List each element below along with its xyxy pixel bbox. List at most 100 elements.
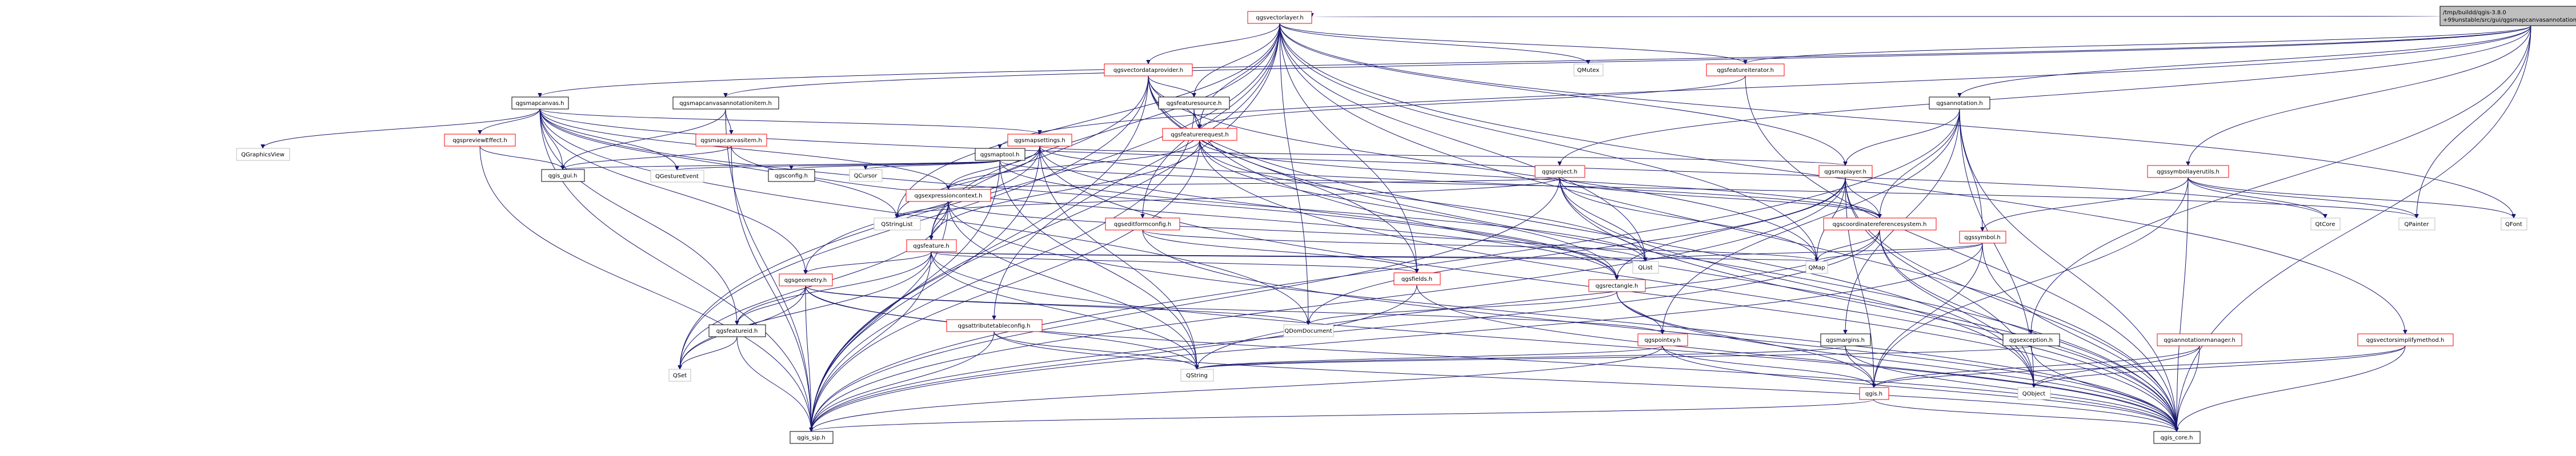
node-qgis-h[interactable]: qgis.h — [1859, 387, 1889, 400]
node-qgsattributetableconfig-h[interactable]: qgsattributetableconfig.h — [946, 319, 1043, 332]
node-qgsexception-h[interactable]: qgsexception.h — [2002, 333, 2060, 346]
node-qgis-gui-h[interactable]: qgis_gui.h — [541, 169, 585, 182]
edge-qgsfeaturerequest-h-to-qgsexpressioncontext-h — [948, 140, 1200, 190]
node-QDomDocument[interactable]: QDomDocument — [1283, 324, 1334, 337]
node-qgsmapcanvasitem-h[interactable]: qgsmapcanvasitem.h — [695, 134, 767, 147]
node-qgsproject-h[interactable]: qgsproject.h — [1535, 165, 1585, 178]
edge-qgsgeometry-h-to-qgspointxy-h — [805, 285, 1662, 334]
node-box — [1959, 231, 2006, 244]
node-qgsgeometry-h[interactable]: qgsgeometry.h — [779, 273, 833, 286]
node-QMap[interactable]: QMap — [1805, 261, 1828, 274]
node-box — [236, 148, 290, 161]
node-qgsexpressioncontext-h[interactable]: qgsexpressioncontext.h — [906, 189, 991, 202]
node-qgsconfig-h[interactable]: qgsconfig.h — [768, 169, 815, 182]
edge-qgsvectorlayer-h-to-qgsattributetableconfig-h — [994, 23, 1280, 320]
node-box — [2157, 333, 2242, 346]
node-QFont[interactable]: QFont — [2501, 217, 2527, 231]
node-label: qgsrectangle.h — [1596, 283, 1638, 289]
node-qgspointxy-h[interactable]: qgspointxy.h — [1637, 333, 1688, 346]
node-qgsfeatureiterator-h[interactable]: qgsfeatureiterator.h — [1706, 63, 1785, 76]
node-qgseditformconfig-h[interactable]: qgseditformconfig.h — [1105, 217, 1180, 231]
edge-qgsfields-h-to-qgis-core-h — [1416, 284, 2177, 431]
edge-qgsfeature-h-to-QMap — [931, 251, 1817, 261]
node-qgsmaptool-h[interactable]: qgsmaptool.h — [975, 148, 1025, 161]
node-qgssymbol-h[interactable]: qgssymbol.h — [1959, 231, 2006, 244]
node-label: qgsmargins.h — [1826, 337, 1865, 344]
node-qgsvectordataprovider-h[interactable]: qgsvectordataprovider.h — [1104, 63, 1193, 76]
edge-qgsmapsettings-h-to-QStringList — [897, 146, 1040, 218]
node-QMutex[interactable]: QMutex — [1573, 63, 1604, 76]
node-qgsmapcanvasannotationitem-h[interactable]: qgsmapcanvasannotationitem.h — [672, 96, 779, 110]
node-qgsfeaturerequest-h[interactable]: qgsfeaturerequest.h — [1162, 128, 1237, 141]
node-label: qgsmapcanvasannotationitem.h — [679, 100, 772, 107]
node-qgsmapsettings-h[interactable]: qgsmapsettings.h — [1007, 134, 1072, 147]
node-box — [1283, 324, 1334, 337]
edge-qgssymbollayerutils-h-to-qgis-h — [1874, 177, 2189, 388]
edge-root-to-qgsvectorlayer-h — [1312, 16, 2441, 18]
node-label: qgis_sip.h — [797, 435, 826, 441]
node-qgsfeaturesource-h[interactable]: qgsfeaturesource.h — [1158, 96, 1230, 110]
edge-qgscoordinatereferencesystem-h-to-qgis-core-h — [1879, 229, 2177, 431]
edge-qgsproject-h-to-QList — [1559, 177, 1645, 261]
node-qgsannotation-h[interactable]: qgsannotation.h — [1929, 96, 1990, 110]
node-qgsfeature-h[interactable]: qgsfeature.h — [906, 239, 957, 252]
node-box — [1805, 261, 1828, 274]
node-label: QStringList — [881, 221, 912, 228]
node-QSet[interactable]: QSet — [668, 369, 691, 382]
node-QPainter[interactable]: QPainter — [2398, 217, 2435, 231]
node-qgis-sip-h[interactable]: qgis_sip.h — [790, 431, 834, 444]
edge-qgsmapsettings-h-to-qgsexpressioncontext-h — [948, 146, 1040, 190]
node-QStringList[interactable]: QStringList — [874, 217, 921, 231]
node-qgscoordinatereferencesystem-h[interactable]: qgscoordinatereferencesystem.h — [1823, 217, 1937, 231]
node-box — [768, 169, 815, 182]
node-qgsmargins-h[interactable]: qgsmargins.h — [1820, 333, 1871, 346]
node-box — [1105, 217, 1180, 231]
node-box — [650, 170, 704, 183]
edge-qgspreviewEffect-h-to-qgis-gui-h — [479, 146, 563, 170]
node-qgsvectorlayer-h[interactable]: qgsvectorlayer.h — [1247, 11, 1312, 24]
node-qgsvectorsimplifymethod-h[interactable]: qgsvectorsimplifymethod.h — [2357, 333, 2454, 346]
node-qgsmapcanvas-h[interactable]: qgsmapcanvas.h — [511, 96, 569, 110]
node-QtCore[interactable]: QtCore — [2310, 217, 2341, 231]
node-label: qgsvectorlayer.h — [1256, 15, 1303, 21]
node-qgsannotationmanager-h[interactable]: qgsannotationmanager.h — [2157, 333, 2242, 346]
edge-qgsfeaturerequest-h-to-qgis-sip-h — [811, 140, 1200, 431]
node-qgsrectangle-h[interactable]: qgsrectangle.h — [1588, 279, 1646, 292]
node-label: qgsexception.h — [2009, 337, 2053, 344]
edge-qgscoordinatereferencesystem-h-to-QObject — [1879, 229, 2034, 388]
node-qgis-core-h[interactable]: qgis_core.h — [2153, 431, 2201, 444]
edge-qgssymbol-h-to-qgis-core-h — [1982, 243, 2177, 431]
node-qgsmaplayer-h[interactable]: qgsmaplayer.h — [1818, 165, 1873, 178]
node-box — [906, 189, 991, 202]
node-QList[interactable]: QList — [1632, 261, 1659, 274]
edge-qgsmapcanvas-h-to-QGraphicsView — [263, 108, 540, 149]
edge-qgseditformconfig-h-to-qgsfields-h — [1142, 229, 1417, 273]
node-QString[interactable]: QString — [1180, 369, 1214, 382]
node-qgssymbollayerutils-h[interactable]: qgssymbollayerutils.h — [2147, 165, 2229, 178]
edge-qgsfeature-h-to-QString — [931, 251, 1197, 369]
node-QGestureEvent[interactable]: QGestureEvent — [650, 170, 704, 183]
edge-qgsmargins-h-to-QString — [1197, 345, 1846, 370]
edge-qgis-h-to-qgis-core-h — [1873, 399, 2177, 432]
edge-qgsexpressioncontext-h-to-QStringList — [897, 201, 949, 219]
edge-root-to-QPainter — [2417, 25, 2531, 218]
edge-qgsmaplayer-h-to-QDomDocument — [1308, 177, 1846, 325]
edge-qgspointxy-h-to-qgis-h — [1662, 345, 1874, 388]
edge-qgsmapcanvas-h-to-qgsmapsettings-h — [539, 108, 1040, 135]
node-label: qgis_gui.h — [548, 173, 578, 179]
node-qgsfields-h[interactable]: qgsfields.h — [1393, 272, 1441, 285]
node-label: qgspointxy.h — [1644, 337, 1680, 344]
node-QCursor[interactable]: QCursor — [849, 169, 883, 182]
edge-qgsvectorlayer-h-to-QList — [1279, 23, 1645, 261]
edge-qgsgeometry-h-to-qgsfeatureid-h — [737, 285, 806, 325]
node-root[interactable]: /tmp/buildd/qgis-3.8.0+99unstable/src/gu… — [2439, 6, 2576, 26]
edge-qgspointxy-h-to-QString — [1197, 345, 1663, 370]
node-label: QString — [1186, 373, 1208, 379]
node-qgspreviewEffect-h[interactable]: qgspreviewEffect.h — [444, 134, 516, 147]
edge-qgsmargins-h-to-qgis-h — [1845, 345, 1874, 388]
node-QGraphicsView[interactable]: QGraphicsView — [236, 148, 290, 161]
node-QObject[interactable]: QObject — [2017, 387, 2051, 400]
node-qgsfeatureid-h[interactable]: qgsfeatureid.h — [708, 324, 766, 337]
node-label: qgis.h — [1865, 391, 1882, 397]
node-label: qgsconfig.h — [775, 173, 808, 179]
